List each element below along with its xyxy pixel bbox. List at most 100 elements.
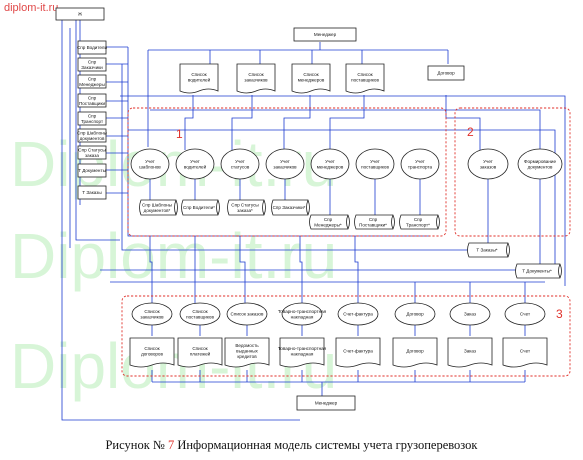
contract-top-label: Договор	[437, 71, 455, 76]
region1-process-4-shape	[265, 148, 305, 180]
region3-process-6-shape	[394, 302, 436, 326]
caption-prefix: Рисунок №	[105, 438, 168, 452]
manager-top-label: Менеджер	[314, 32, 337, 37]
region-number-1: 1	[176, 127, 183, 141]
left-ref-8-label: Т Документы	[78, 168, 106, 173]
region3-process-5-shape	[337, 302, 379, 326]
region3-process-6-label: Договор	[406, 312, 424, 317]
left-ref-1-box	[77, 40, 107, 55]
top-doc-3-shape	[291, 63, 331, 94]
left-ref-6-box	[77, 128, 107, 143]
region3-doc-5: Счет-фактура	[335, 337, 381, 368]
region3-process-5: Счет-фактура	[337, 302, 379, 326]
region3-doc-8-label: Счет	[520, 349, 531, 354]
region3-process-8: Счет	[504, 302, 546, 326]
contract-top: Договор	[427, 65, 465, 81]
region3-process-5-label: Счет-фактура	[343, 312, 373, 317]
region2-store-1: Т Заказы*	[467, 242, 510, 258]
region3-doc-7-label: Заказ	[464, 349, 476, 354]
region1-process-1-shape	[130, 148, 170, 180]
left-ref-1-label: Спр Водители	[77, 45, 108, 50]
region3-doc-1-shape	[129, 337, 175, 368]
region1-store-a-4: Спр Заказчики*	[271, 199, 310, 216]
entity-top-label: Ж	[78, 12, 83, 17]
left-ref-1: Спр Водители	[77, 40, 108, 55]
region3-doc-2-shape	[177, 337, 223, 368]
region3-process-8-label: Счет	[520, 312, 531, 317]
region3-process-7-label: Заказ	[464, 312, 476, 317]
region3-process-6: Договор	[394, 302, 436, 326]
region1-store-a-2: Спр Водители*	[181, 199, 220, 216]
region1-process-6-shape	[355, 148, 395, 180]
region3-process-7: Заказ	[449, 302, 491, 326]
left-ref-3-box	[77, 74, 107, 89]
left-ref-9: Т Заказы	[77, 185, 107, 200]
figure-caption: Рисунок № 7 Информационная модель систем…	[0, 438, 583, 453]
background-watermark: Diplom-it.ru	[10, 220, 337, 292]
manager-bottom: Менеджер	[296, 395, 356, 411]
region3-process-3-label: Список заказов	[231, 312, 264, 317]
region-number-3: 3	[556, 307, 563, 321]
left-ref-5-box	[77, 111, 107, 126]
region3-process-3: Список заказов	[226, 302, 268, 326]
manager-top-box	[293, 27, 357, 42]
manager-bottom-box	[296, 395, 356, 411]
region1-process-5-shape	[310, 148, 350, 180]
region3-process-4-shape	[281, 302, 323, 326]
site-watermark: diplom-it.ru	[4, 2, 59, 14]
region2-process-2-shape	[517, 148, 563, 180]
region3-doc-5-shape	[335, 337, 381, 368]
region3-doc-8-shape	[502, 337, 548, 368]
top-doc-2-shape	[236, 63, 276, 94]
region-2	[454, 107, 571, 237]
region3-doc-7-shape	[447, 337, 493, 368]
left-ref-8: Т Документы	[77, 163, 107, 178]
region1-store-a-4-label: Спр Заказчики*	[273, 205, 306, 210]
